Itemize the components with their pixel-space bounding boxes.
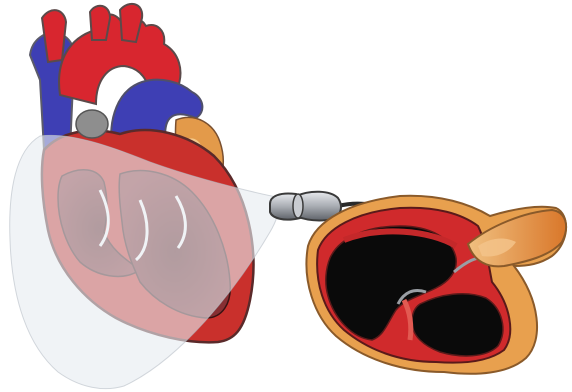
ultrasound-beam bbox=[10, 135, 282, 388]
echo-cross-section bbox=[306, 196, 566, 374]
